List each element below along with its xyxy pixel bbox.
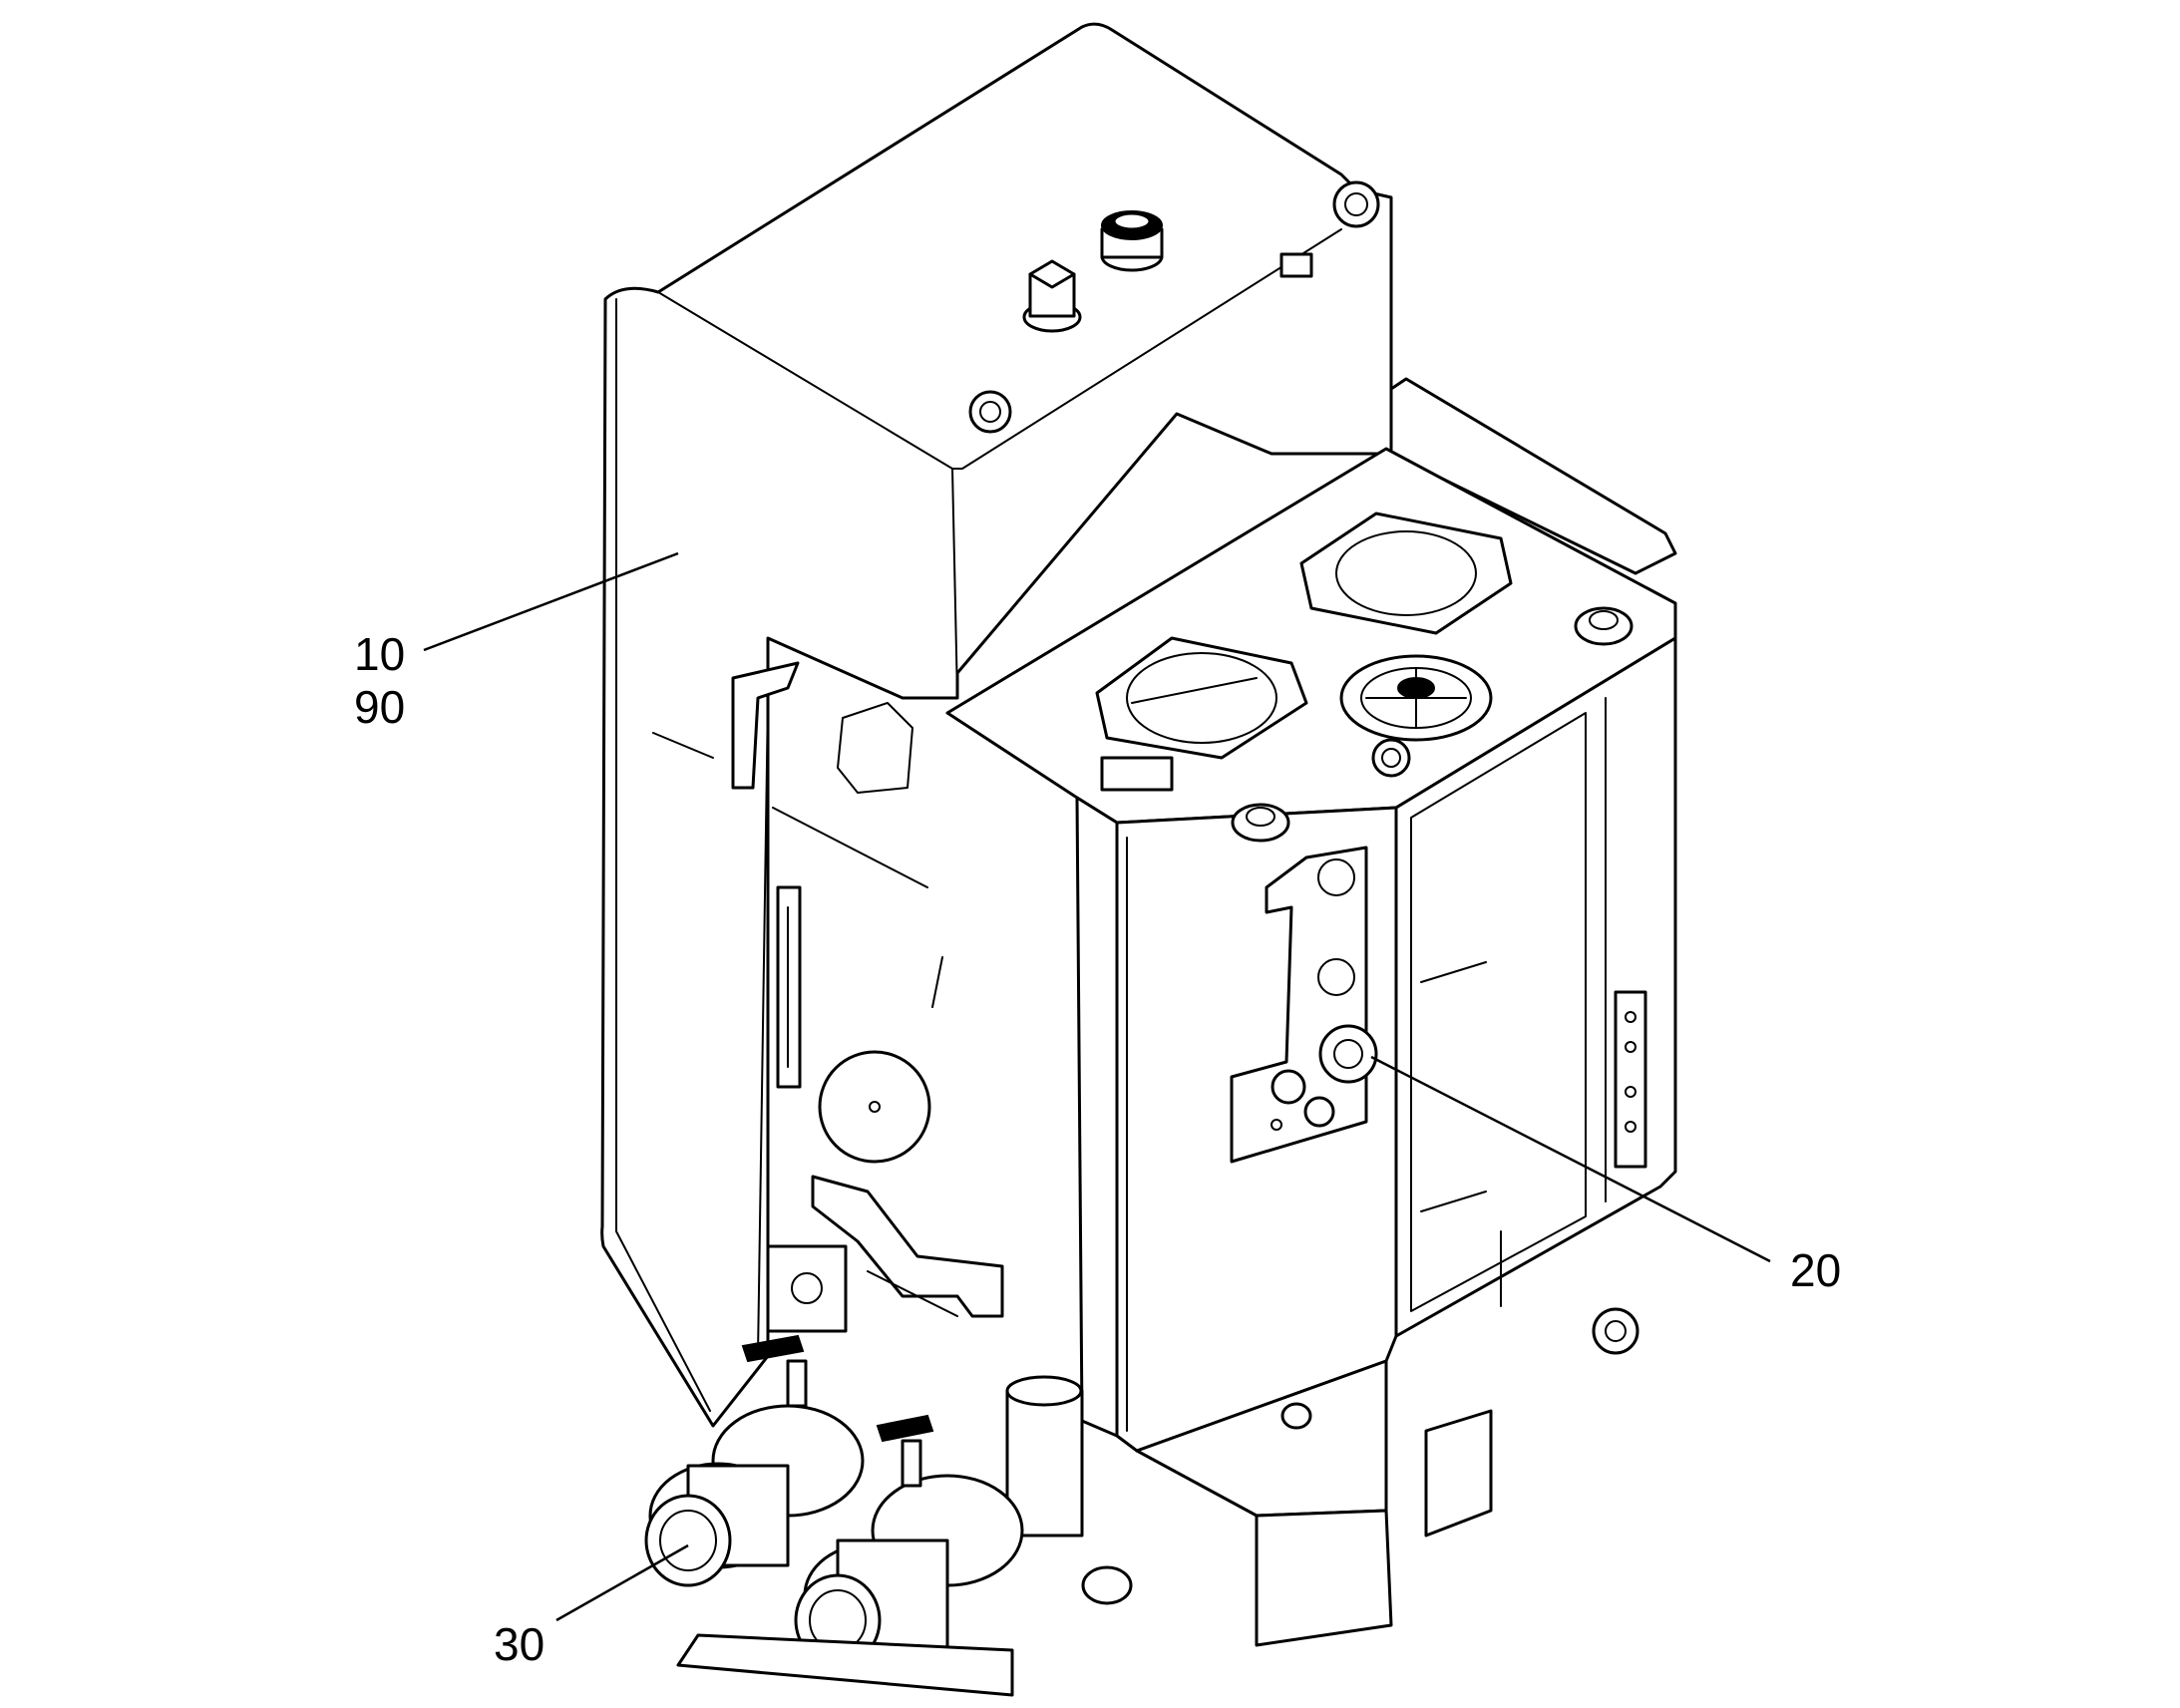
level-sensor bbox=[1022, 259, 1082, 333]
callout-90-label: 90 bbox=[354, 681, 405, 733]
callout-20-leader bbox=[1370, 1055, 1771, 1263]
right-reservoir-section bbox=[945, 377, 1677, 1647]
breather-cap bbox=[1100, 210, 1164, 272]
port-mounting-plate bbox=[1230, 846, 1378, 1164]
callout-10-label: 10 bbox=[354, 628, 405, 680]
main-tank-body bbox=[600, 22, 1393, 1428]
callout-30-leader bbox=[555, 1543, 689, 1622]
callout-20-label: 20 bbox=[1790, 1244, 1841, 1296]
inspection-cover-right bbox=[1299, 512, 1513, 635]
ball-valve-assembly bbox=[644, 1334, 1312, 1697]
callout-30-label: 30 bbox=[494, 1618, 545, 1670]
filler-breather-flange bbox=[1339, 654, 1493, 742]
callout-10-leader bbox=[423, 551, 679, 652]
inspection-cover-left bbox=[1095, 636, 1308, 760]
left-side-plate bbox=[652, 661, 1004, 1357]
